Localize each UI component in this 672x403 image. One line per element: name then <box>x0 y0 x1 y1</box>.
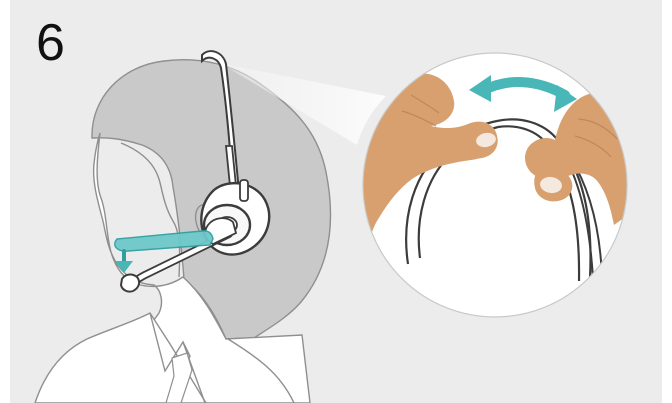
person-illustration <box>35 60 330 403</box>
microphone-tip <box>121 275 139 292</box>
earcup-button <box>240 180 248 201</box>
zoom-detail <box>347 53 642 317</box>
